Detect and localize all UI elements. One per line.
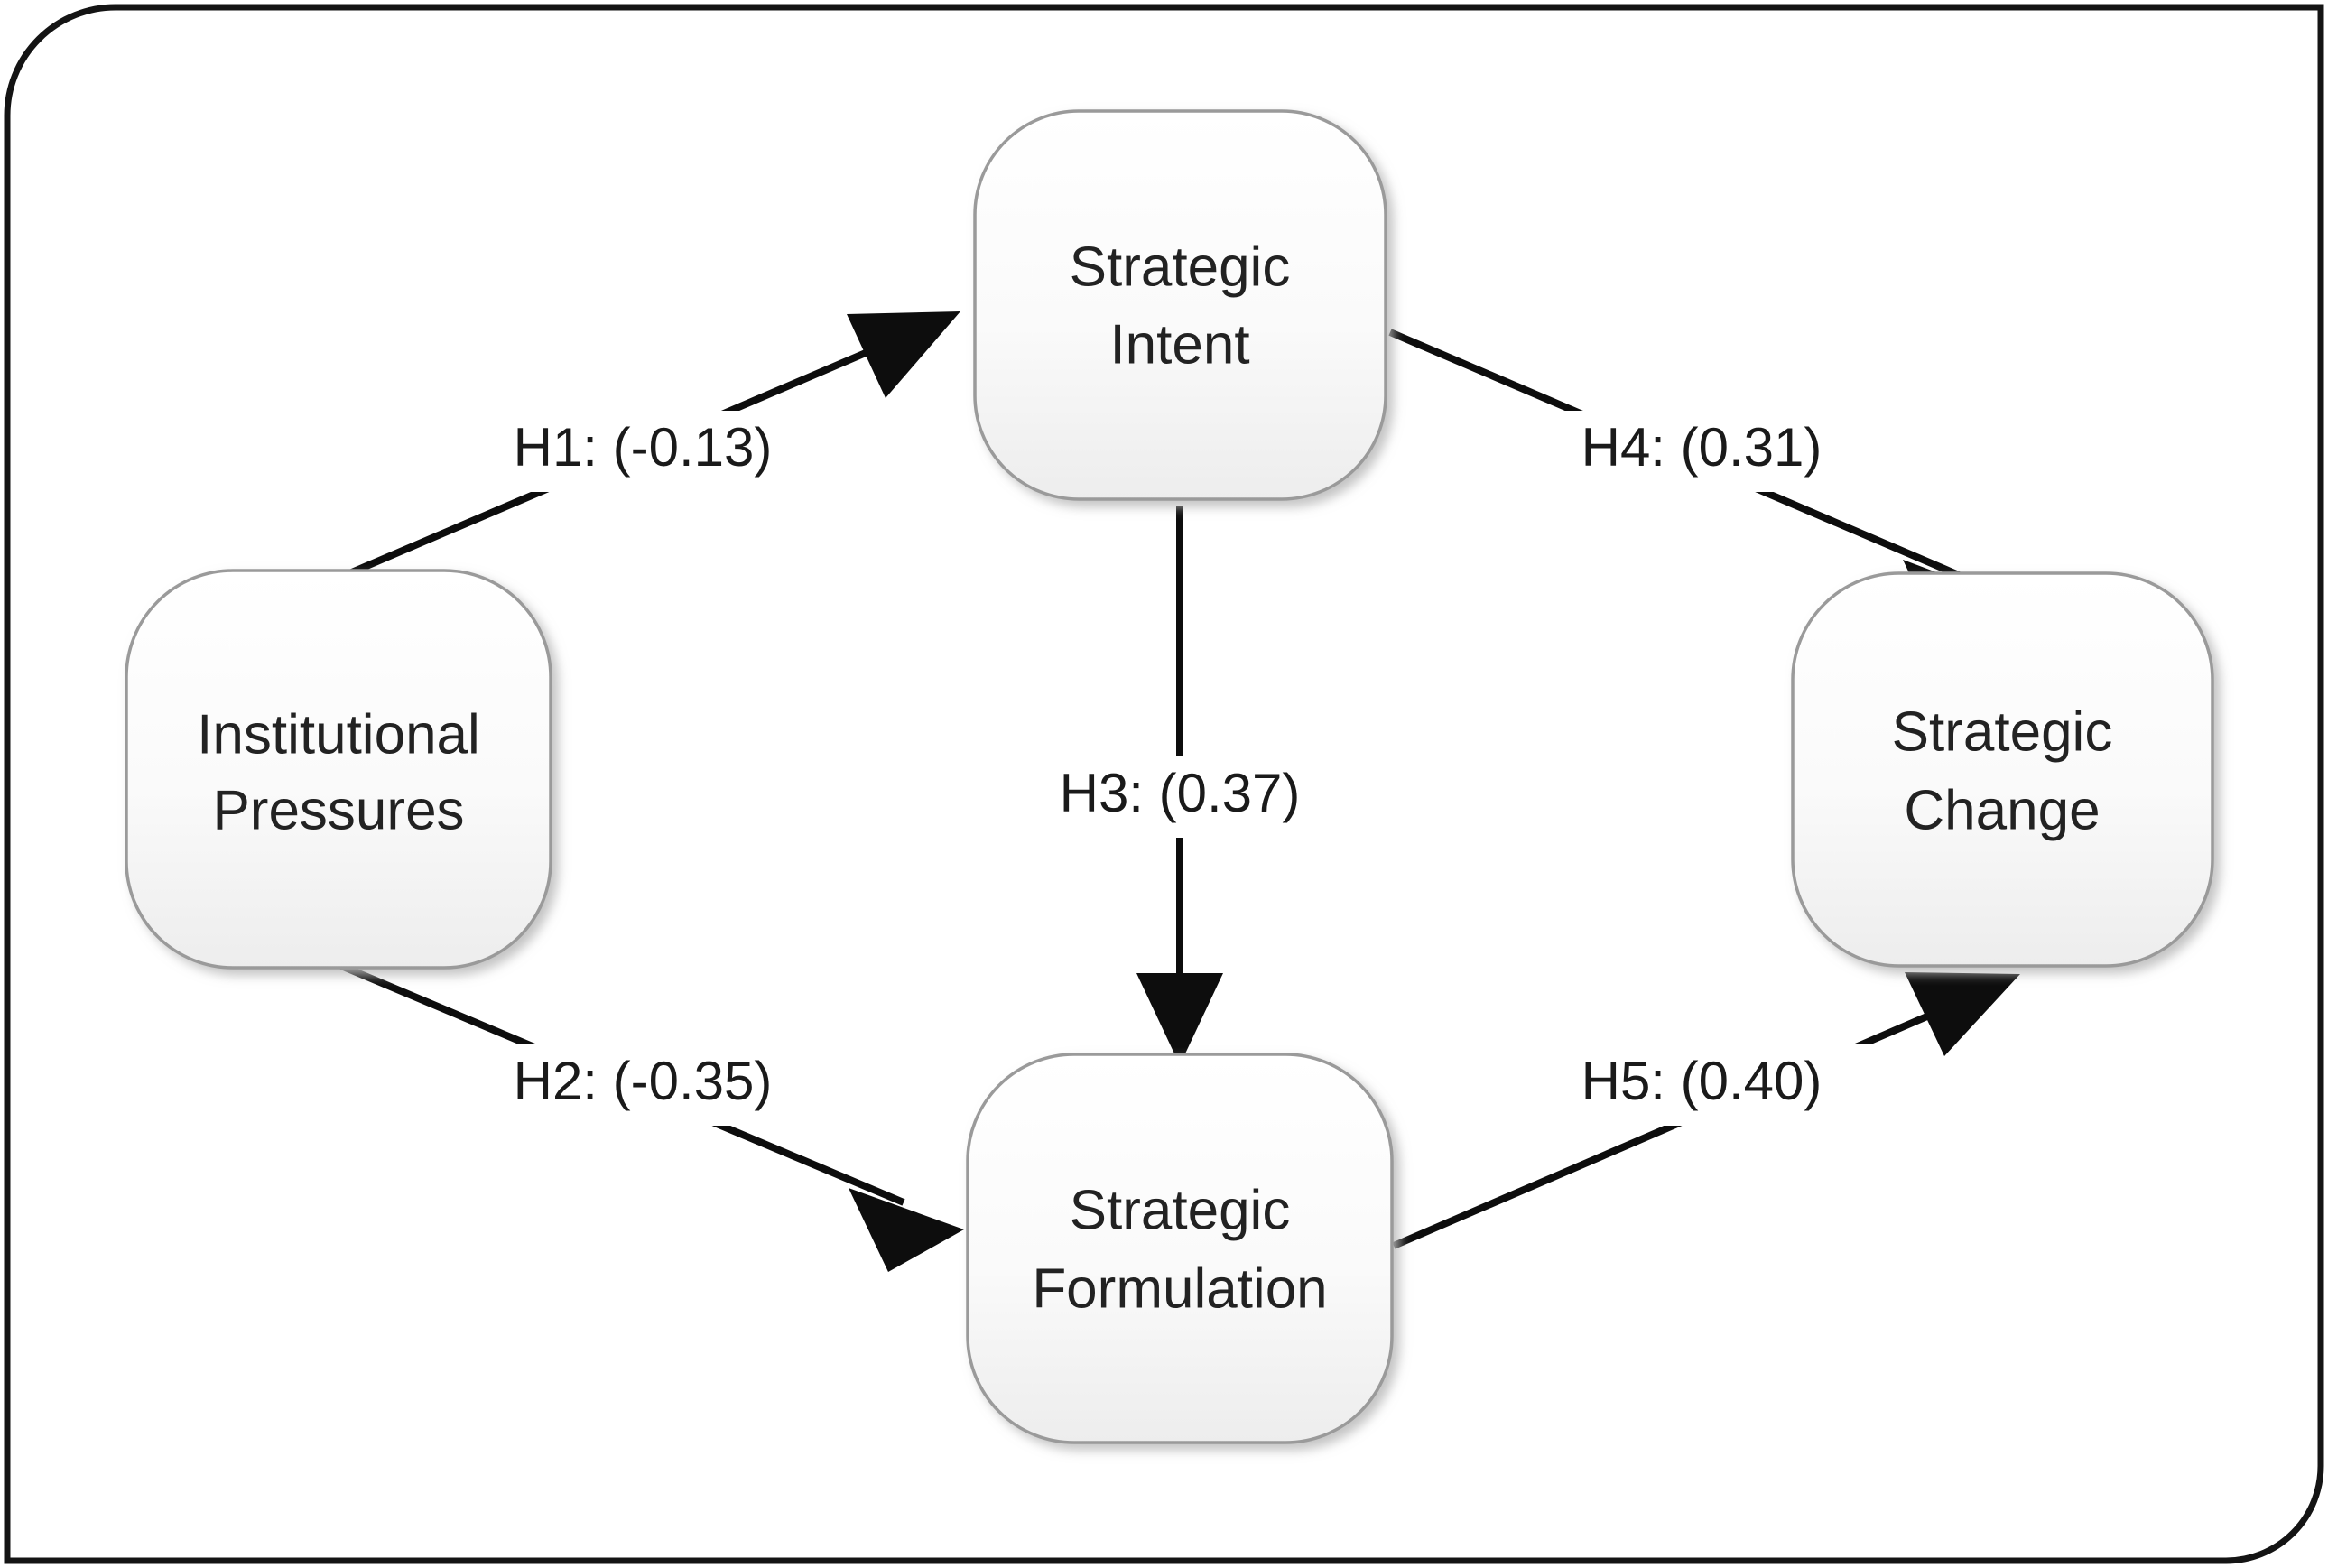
edge-label-h2-text: H2: (-0.35) xyxy=(514,1051,773,1111)
edge-label-h5: H5: (0.40) xyxy=(1518,1044,1884,1126)
edge-label-h4-bg xyxy=(1518,411,1884,492)
edge-label-h3-bg xyxy=(997,756,1363,838)
outer-frame xyxy=(4,4,2324,1564)
edge-label-h1-bg xyxy=(442,411,849,492)
edge-label-h5-text: H5: (0.40) xyxy=(1581,1051,1823,1111)
edge-h3-arrowhead xyxy=(1136,973,1223,1065)
node-strategic-intent-line-2: Intent xyxy=(1109,313,1249,376)
node-strategic-intent-shape xyxy=(973,109,1387,501)
node-strategic-change[interactable]: Strategic Change xyxy=(1791,571,2214,968)
edge-label-h3: H3: (0.37) xyxy=(997,756,1363,838)
node-strategic-change-shape xyxy=(1791,571,2214,968)
node-institutional-pressures-shape xyxy=(125,569,552,970)
node-institutional-pressures-line-1: Institutional xyxy=(197,703,480,765)
node-strategic-formulation-line-1: Strategic xyxy=(1070,1179,1291,1241)
node-institutional-pressures[interactable]: Institutional Pressures xyxy=(125,569,552,970)
node-strategic-formulation-shape xyxy=(966,1053,1394,1444)
edge-label-h3-text: H3: (0.37) xyxy=(1060,763,1301,823)
edge-h1-arrowhead xyxy=(847,311,960,398)
node-strategic-intent[interactable]: Strategic Intent xyxy=(973,109,1387,501)
node-strategic-intent-line-1: Strategic xyxy=(1070,236,1291,298)
edge-h5-arrowhead xyxy=(1905,972,2020,1056)
edge-label-h1: H1: (-0.13) xyxy=(442,411,849,492)
edge-label-h4-text: H4: (0.31) xyxy=(1581,417,1823,478)
edge-label-h1-text: H1: (-0.13) xyxy=(514,417,773,478)
node-strategic-formulation[interactable]: Strategic Formulation xyxy=(966,1053,1394,1444)
edge-label-h2-bg xyxy=(442,1044,849,1126)
node-strategic-formulation-line-2: Formulation xyxy=(1032,1257,1327,1320)
node-institutional-pressures-line-2: Pressures xyxy=(212,779,464,841)
node-strategic-change-line-1: Strategic xyxy=(1892,700,2113,763)
node-strategic-change-line-2: Change xyxy=(1904,779,2100,841)
edge-label-h5-bg xyxy=(1518,1044,1884,1126)
edge-h2-arrowhead xyxy=(849,1188,964,1272)
edge-label-h4: H4: (0.31) xyxy=(1518,411,1884,492)
edge-label-h2: H2: (-0.35) xyxy=(442,1044,849,1126)
